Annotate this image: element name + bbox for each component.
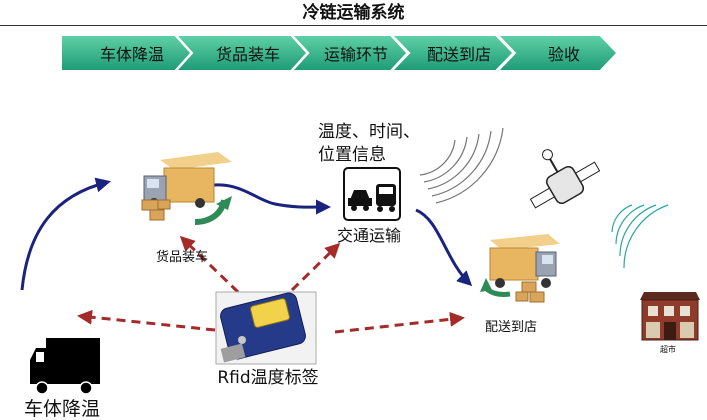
loading-label: 货品装车 <box>156 249 208 265</box>
cooling-truck-icon <box>30 338 100 395</box>
truck-icon <box>480 234 560 303</box>
flow-arrow-cooling-to-loading <box>20 177 111 291</box>
step-acceptance: 验收 <box>500 36 616 70</box>
step-cooling: 车体降温 <box>62 36 190 70</box>
step-transport-label: 运输环节 <box>323 45 388 64</box>
cooling-label: 车体降温 <box>24 398 100 420</box>
info-line-1: 温度、时间、 <box>318 122 420 142</box>
signal-waves-icon <box>611 204 669 269</box>
flow-arrow-transport-to-delivery <box>415 208 473 287</box>
step-loading-label: 货品装车 <box>215 45 280 64</box>
step-loading: 货品装车 <box>178 36 306 70</box>
satellite-icon <box>529 149 601 209</box>
signal-waves-icon <box>419 127 504 204</box>
step-delivery-label: 配送到店 <box>426 45 491 64</box>
step-cooling-label: 车体降温 <box>99 45 164 64</box>
truck-icon <box>141 152 232 225</box>
transport-label: 交通运输 <box>337 226 401 245</box>
step-acceptance-label: 验收 <box>547 45 580 64</box>
info-line-2: 位置信息 <box>318 145 386 165</box>
data-arrow-rfid-to-loading <box>179 235 240 294</box>
transport-sign-icon <box>343 167 401 221</box>
page-title: 冷链运输系统 <box>302 3 405 23</box>
rfid-label: Rfid温度标签 <box>217 368 318 388</box>
step-transport: 运输环节 <box>294 36 406 70</box>
flow-arrow-loading-to-transport <box>204 183 331 215</box>
data-arrow-rfid-to-cooling <box>77 309 216 332</box>
delivery-label: 配送到店 <box>485 320 537 335</box>
rfid-reader-icon <box>215 291 317 365</box>
title-rule <box>0 25 707 26</box>
store-sign: 超市 <box>660 344 676 354</box>
data-arrow-rfid-to-delivery <box>334 311 465 334</box>
data-arrow-rfid-to-transport <box>290 242 341 292</box>
step-delivery: 配送到店 <box>394 36 512 70</box>
store-icon <box>640 292 700 341</box>
